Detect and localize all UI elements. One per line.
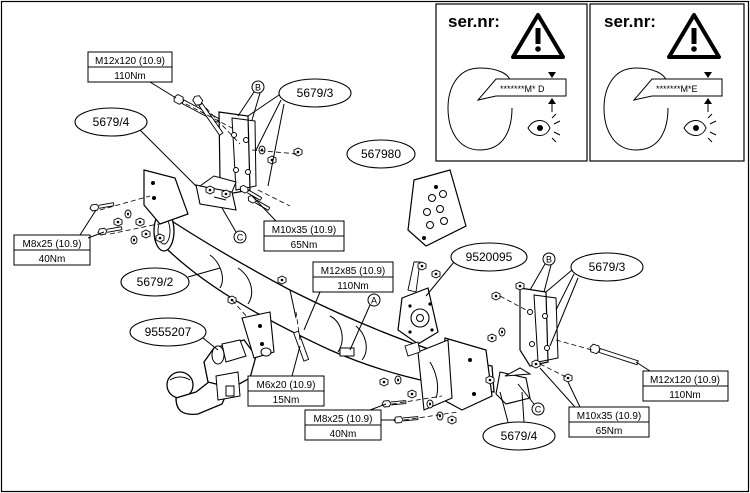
svg-text:M12x120 (10.9): M12x120 (10.9) (95, 56, 165, 67)
svg-text:C: C (535, 405, 542, 415)
warning-icon (667, 13, 721, 59)
svg-text:5679/3: 5679/3 (297, 86, 334, 100)
marker-a: A (349, 293, 381, 351)
svg-text:15Nm: 15Nm (273, 395, 300, 406)
spec-m10x35-top: M10x35 (10.9) 65Nm (251, 195, 345, 252)
svg-text:5679/2: 5679/2 (137, 275, 174, 289)
marker-b-right: B (529, 252, 556, 293)
spec-m12x120-right: M12x120 (10.9) 110Nm (635, 361, 729, 402)
electrical-plug (407, 169, 467, 247)
part-label-567980: 567980 (346, 139, 416, 169)
serial-code-right: *******M*E (656, 84, 698, 94)
svg-text:5679/4: 5679/4 (501, 429, 538, 443)
part-label-9555207: 9555207 (129, 317, 219, 351)
svg-text:65Nm: 65Nm (596, 426, 623, 437)
svg-text:110Nm: 110Nm (669, 390, 701, 401)
svg-text:M8x25 (10.9): M8x25 (10.9) (23, 239, 82, 250)
eye-icon (527, 113, 561, 143)
svg-text:5679/4: 5679/4 (93, 115, 130, 129)
part-label-5679-4-top: 5679/4 (74, 107, 197, 187)
serial-panel-left: ser.nr: *******M* D (435, 3, 588, 162)
spec-m12x120-top: M12x120 (10.9) 110Nm (87, 51, 177, 99)
svg-text:40Nm: 40Nm (39, 254, 66, 265)
svg-text:B: B (546, 255, 552, 265)
spec-m6x20: M6x20 (10.9) 15Nm (247, 345, 325, 407)
svg-text:M12x120 (10.9): M12x120 (10.9) (650, 375, 720, 386)
bracket-right (519, 287, 559, 367)
svg-text:B: B (255, 83, 261, 93)
svg-text:M10x35 (10.9): M10x35 (10.9) (577, 411, 641, 422)
svg-text:M10x35 (10.9): M10x35 (10.9) (272, 225, 336, 236)
bracket-left-top (195, 111, 257, 211)
left-end-flange (143, 169, 189, 225)
svg-text:M8x25 (10.9): M8x25 (10.9) (314, 414, 373, 425)
spec-m8x25-left: M8x25 (10.9) 40Nm (13, 209, 105, 266)
serial-label-left: ser.nr: (448, 12, 500, 31)
svg-text:9555207: 9555207 (145, 325, 192, 339)
marker-c-bottom: C (517, 383, 545, 416)
serial-panel-right: ser.nr: *******M*E (589, 3, 745, 162)
marker-b-top: B (237, 80, 265, 121)
spec-m10x35-right: M10x35 (10.9) 65Nm (539, 367, 650, 438)
socket-plate (397, 261, 439, 357)
right-end-flange (417, 337, 532, 411)
part-label-5679-3-right: 5679/3 (545, 252, 644, 347)
svg-text:9520095: 9520095 (466, 250, 513, 264)
warning-icon (511, 13, 565, 59)
svg-text:65Nm: 65Nm (291, 240, 318, 251)
towball-assembly (166, 311, 275, 416)
part-label-9520095: 9520095 (425, 242, 528, 297)
svg-text:A: A (371, 296, 377, 306)
svg-text:M12x85 (10.9): M12x85 (10.9) (321, 266, 385, 277)
part-label-5679-3-top: 5679/3 (247, 78, 352, 187)
svg-text:5679/3: 5679/3 (589, 260, 626, 274)
assembly-guides (99, 103, 593, 421)
part-label-5679-2: 5679/2 (120, 267, 221, 297)
part-label-5679-4-bottom: 5679/4 (482, 391, 556, 451)
svg-text:C: C (237, 233, 244, 243)
marker-c-top: C (221, 207, 247, 244)
svg-text:110Nm: 110Nm (114, 71, 146, 82)
spec-m8x25-bottom: M8x25 (10.9) 40Nm (304, 403, 396, 441)
serial-label-right: ser.nr: (604, 12, 656, 31)
svg-text:110Nm: 110Nm (337, 281, 369, 292)
svg-text:40Nm: 40Nm (330, 429, 357, 440)
eye-icon (683, 113, 717, 143)
svg-text:567980: 567980 (361, 147, 401, 161)
serial-code-left: *******M* D (500, 84, 545, 94)
svg-text:M6x20 (10.9): M6x20 (10.9) (257, 380, 316, 391)
spec-m12x85: M12x85 (10.9) 110Nm (303, 261, 394, 331)
